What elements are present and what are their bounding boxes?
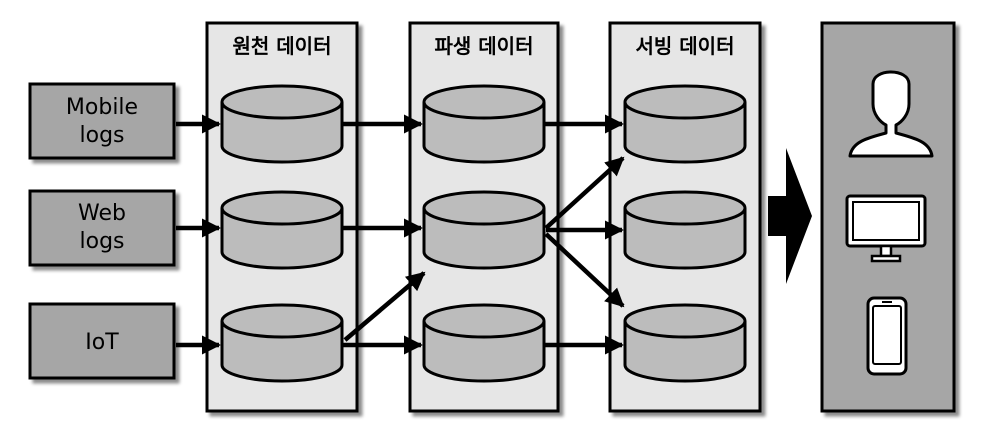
source-iot: IoT	[28, 302, 176, 380]
raw-store-mobile	[220, 84, 344, 164]
big-arrow-icon	[768, 148, 812, 284]
arrow-derived-to-serving-down	[544, 232, 625, 308]
serving-store-2	[623, 190, 747, 270]
raw-store-web	[220, 190, 344, 270]
source-label-line1: Web	[78, 201, 126, 226]
derived-store-3	[422, 303, 546, 383]
arrow-derived-to-serving-up	[544, 156, 625, 230]
source-label-line1: Mobile	[66, 95, 138, 120]
derived-store-2	[422, 190, 546, 270]
arrow-raw-to-derived-diagonal	[343, 271, 426, 342]
source-label-line1: IoT	[85, 330, 119, 355]
flow-arrows	[176, 114, 625, 355]
user-icon	[848, 70, 934, 158]
serving-store-1	[623, 84, 747, 164]
raw-store-iot	[220, 303, 344, 383]
derived-data-title: 파생 데이터	[435, 34, 534, 58]
smartphone-icon	[866, 296, 908, 376]
source-label-line2: logs	[80, 229, 125, 254]
source-mobile-logs: Mobile logs	[28, 82, 176, 160]
serving-data-title: 서빙 데이터	[636, 34, 735, 58]
serving-store-3	[623, 303, 747, 383]
consumer-panel	[820, 21, 956, 413]
derived-store-1	[422, 84, 546, 164]
raw-data-title: 원천 데이터	[233, 34, 332, 58]
monitor-icon	[845, 194, 927, 263]
source-web-logs: Web logs	[28, 189, 176, 267]
source-label-line2: logs	[80, 123, 125, 148]
